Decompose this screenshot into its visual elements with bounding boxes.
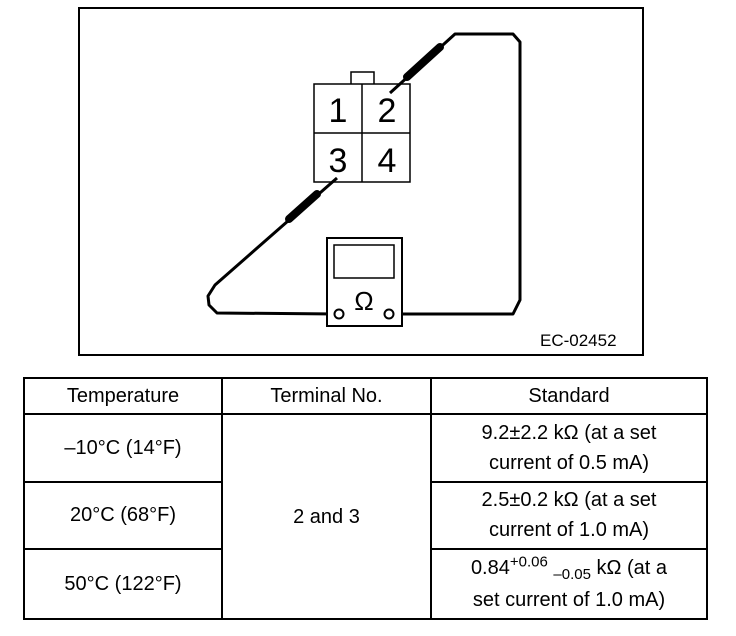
ohmmeter: Ω bbox=[326, 237, 403, 327]
standard-cell: 2.5±0.2 kΩ (at a set current of 1.0 mA) bbox=[430, 480, 708, 551]
ohm-symbol: Ω bbox=[354, 286, 373, 316]
terminal-1-label: 1 bbox=[329, 92, 348, 130]
probe-wire-terminal-3 bbox=[206, 176, 338, 316]
terminal-no-cell: 2 and 3 bbox=[221, 413, 432, 620]
terminal-2-label: 2 bbox=[378, 92, 397, 130]
probe-tip-3 bbox=[285, 190, 321, 223]
ohmmeter-terminal-left bbox=[333, 308, 345, 320]
standard-cell: 9.2±2.2 kΩ (at a set current of 0.5 mA) bbox=[430, 413, 708, 483]
connector: 1 2 3 4 bbox=[313, 71, 411, 183]
ohmmeter-terminal-right bbox=[383, 308, 395, 320]
figure-code: EC-02452 bbox=[540, 331, 617, 350]
header-temperature: Temperature bbox=[23, 377, 223, 415]
standard-cell: 0.84+0.06 –0.05 kΩ (at a set current of … bbox=[430, 548, 708, 620]
ohmmeter-display bbox=[333, 244, 395, 279]
wiring-diagram: 1 2 3 4 Ω bbox=[78, 7, 644, 356]
probe-tip-2 bbox=[403, 43, 444, 81]
resistance-spec-table: Temperature Terminal No. Standard –10°C … bbox=[23, 377, 708, 620]
header-standard: Standard bbox=[430, 377, 708, 415]
table-header-row: Temperature Terminal No. Standard bbox=[23, 377, 708, 415]
terminal-4-label: 4 bbox=[378, 142, 397, 180]
probe-wire-terminal-2 bbox=[388, 32, 522, 316]
terminal-3-label: 3 bbox=[329, 142, 348, 180]
temperature-cell: 50°C (122°F) bbox=[23, 548, 223, 620]
table-row: 50°C (122°F) 0.84+0.06 –0.05 kΩ (at a se… bbox=[23, 548, 708, 620]
diagram-frame bbox=[78, 7, 644, 356]
temperature-cell: –10°C (14°F) bbox=[23, 413, 223, 483]
table-row: –10°C (14°F) 2 and 3 9.2±2.2 kΩ (at a se… bbox=[23, 413, 708, 620]
header-terminal-no: Terminal No. bbox=[221, 377, 432, 415]
connector-latch bbox=[350, 71, 375, 86]
temperature-cell: 20°C (68°F) bbox=[23, 480, 223, 551]
table-row: 20°C (68°F) 2.5±0.2 kΩ (at a set current… bbox=[23, 480, 708, 551]
